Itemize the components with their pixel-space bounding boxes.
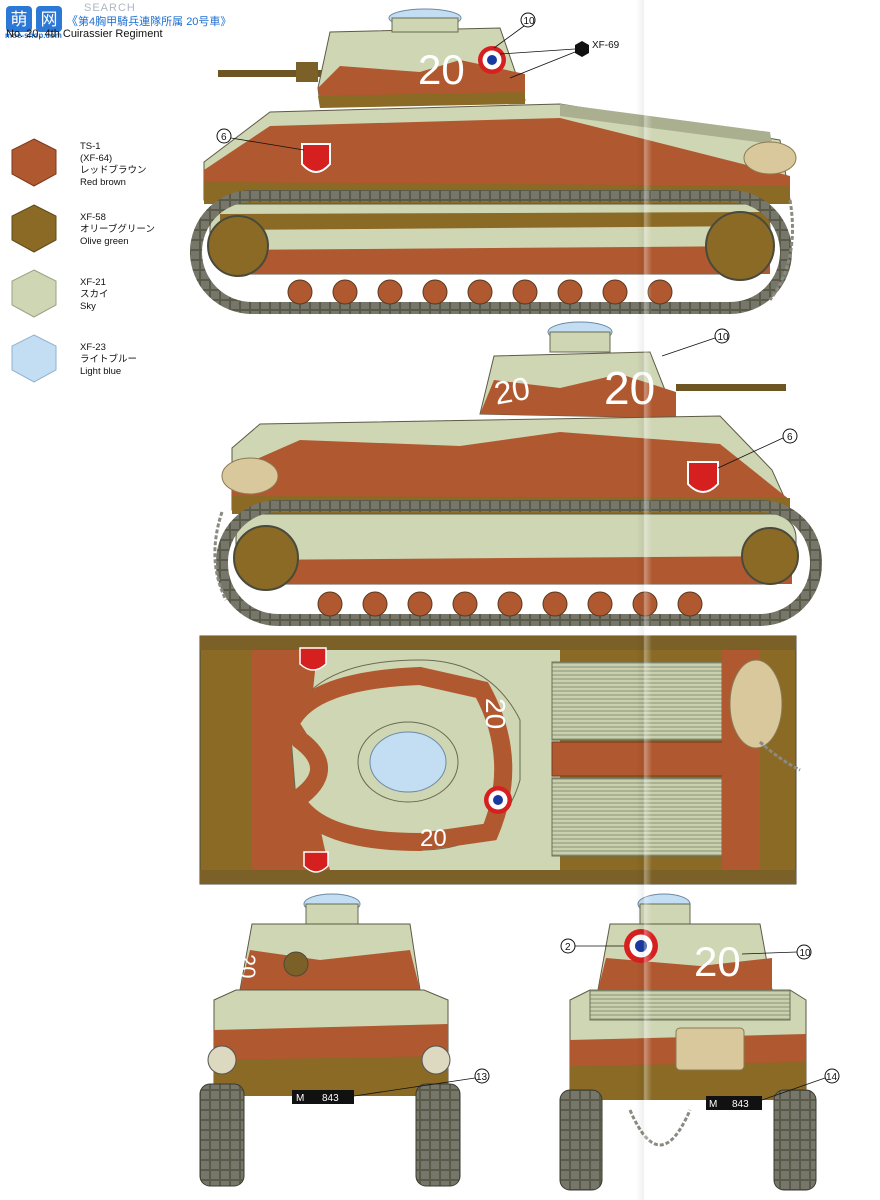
legend-name-jp: オリーブグリーン [80,224,155,235]
legend-item-xf21: XF-21 スカイ Sky [80,277,109,313]
svg-text:萌: 萌 [11,10,28,30]
legend-code: XF-23 [80,342,106,353]
swatch-light-blue [11,334,57,383]
license-plate-front [292,1090,354,1104]
swatch-red-brown [11,138,57,187]
turret-number-20: 20 [480,698,511,729]
regiment-shield-icon [301,143,331,173]
legend-name-jp: スカイ [80,289,109,300]
license-plate-rear [706,1096,762,1110]
turret-number-20: 20 [418,46,465,93]
title-english: No. 20, 4th Cuirassier Regiment [6,28,163,40]
swatch-sky [11,269,57,318]
callout-number: 13 [476,1072,488,1083]
regiment-shield-icon [303,851,329,873]
roundel-icon [624,929,658,963]
roundel-icon [484,786,512,814]
watermark-url: moe-shop.com [5,31,62,40]
tank-front-view: M 843 20 [199,893,461,1187]
legend-name-jp: ライトブルー [80,354,138,365]
legend-item-xf58: XF-58 オリーブグリーン Olive green [80,212,155,248]
plate-prefix: M [709,1099,717,1110]
page-fold-shadow [636,0,652,1200]
legend-name-en: Red brown [80,177,126,188]
plate-number: 843 [732,1099,749,1110]
tank-left-side-view: 20 [190,8,797,314]
callouts-view1: 10 6 [216,12,589,151]
hex-marker-icon [575,41,589,57]
legend-name-en: Sky [80,301,96,312]
callout-number: 6 [221,132,227,143]
callout-number: 14 [826,1072,838,1083]
roundel-icon [478,46,506,74]
turret-number-20-front: 20 [235,954,260,978]
swatch-olive-green [11,204,57,253]
legend-code: XF-58 [80,212,106,223]
callouts-view5: 2 10 14 [560,938,840,1101]
plate-number: 843 [322,1093,339,1104]
tank-top-view: 20 20 [199,635,801,885]
svg-text:网: 网 [41,10,58,30]
legend-name-en: Olive green [80,236,129,247]
turret-number-20-rear-view: 20 [694,938,741,985]
callout-number: 10 [800,948,812,959]
callout-number: 10 [524,16,536,27]
callout-number: 10 [718,332,730,343]
callout-number: 2 [565,942,571,953]
regiment-shield-icon [687,461,719,493]
watermark-text: SEARCH [84,2,136,14]
turret-number-20-rear: 20 [420,825,447,852]
turret-number-20-side: 20 [491,370,532,412]
turret-number-20: 20 [604,362,655,414]
regiment-shield-icon [299,647,327,671]
legend-swatches [11,138,57,383]
plate-prefix: M [296,1093,304,1104]
legend-code: XF-21 [80,277,106,288]
legend-name-jp: レッドブラウン [80,165,147,176]
watermark-logo-icon: 萌 网 [6,6,62,32]
title-japanese-text: 第4胸甲騎兵連隊所属 20号車》 [78,16,232,28]
callouts-view4: 13 [353,1068,490,1097]
legend-item-xf23: XF-23 ライトブルー Light blue [80,342,137,378]
title-japanese: 《第4胸甲騎兵連隊所属 20号車》 [66,14,232,28]
tank-right-side-view: 20 20 [213,321,822,626]
tank-rear-view: 20 M 843 [559,893,817,1191]
callout-xf69-label: XF-69 [592,40,620,51]
callout-number: 6 [787,432,793,443]
legend-code-alt: (XF-64) [80,153,113,164]
legend-code: TS-1 [80,141,101,152]
legend-name-en: Light blue [80,366,122,377]
callouts-view2: 10 6 [661,328,798,469]
legend-item-ts1: TS-1 (XF-64) レッドブラウン Red brown [80,141,147,189]
